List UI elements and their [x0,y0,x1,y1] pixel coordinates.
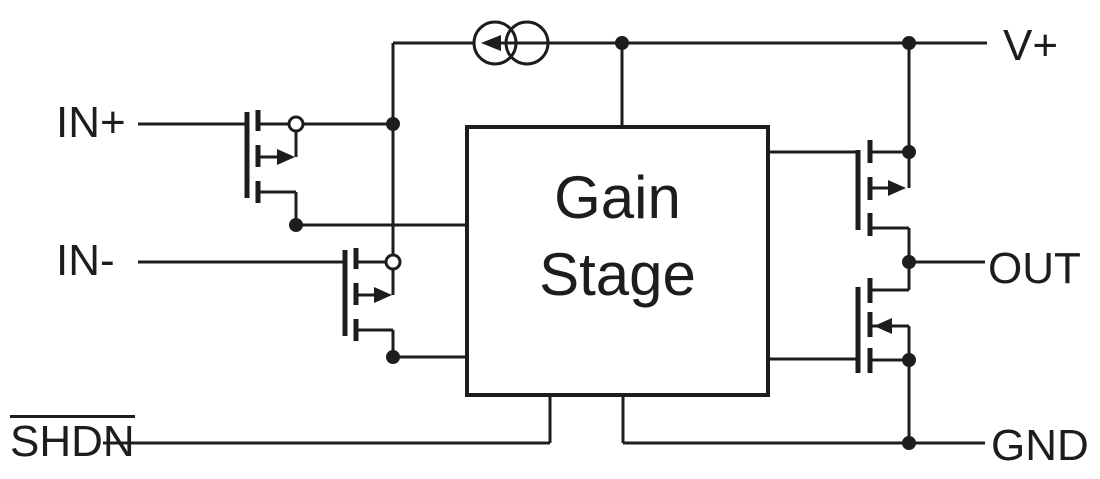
label-out: OUT [988,244,1081,293]
gain-stage-label: Gain Stage [467,127,768,395]
label-v-plus: V+ [1003,21,1059,70]
pmos-input-inplus-icon [138,110,467,232]
gnd-net [621,395,985,450]
label-in-plus: IN+ [56,98,126,147]
label-gnd: GND [991,421,1089,470]
label-in-minus: IN- [56,236,115,285]
current-source-icon [472,20,550,66]
shdn-net [103,395,552,445]
label-shdn: SHDN [10,415,135,464]
tail-net [386,43,400,262]
label-shdn-text: SHDN [10,415,135,466]
pmos-output-icon [768,140,916,262]
gain-stage-box [465,125,770,397]
gain-stage-label-line2: Stage [539,241,696,308]
nmos-output-icon [768,262,916,443]
out-net [902,255,985,269]
pmos-input-inminus-icon [138,248,467,364]
gain-stage-label-line1: Gain [554,164,681,231]
